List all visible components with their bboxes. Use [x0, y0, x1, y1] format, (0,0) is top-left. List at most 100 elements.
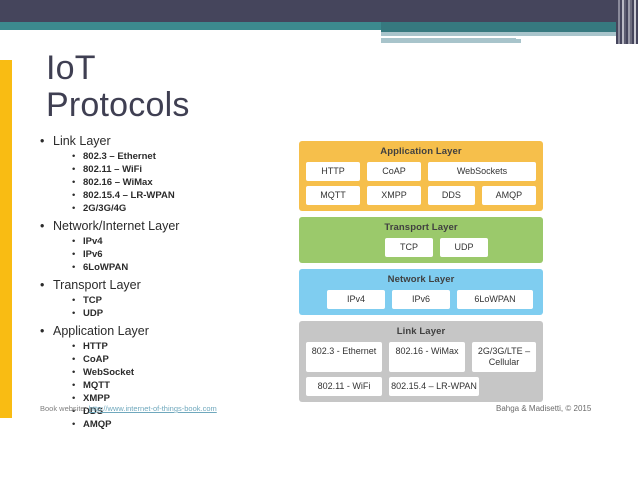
protocol-chip[interactable]: UDP [440, 238, 488, 257]
row-spacer [306, 238, 378, 257]
header-edge-stripe [630, 0, 632, 44]
bullet-glyph-icon: • [72, 295, 76, 306]
outline-item: •AMQP [40, 418, 290, 431]
outline-item-label: WebSocket [83, 367, 135, 378]
outline-item-label: HTTP [83, 341, 108, 352]
row-spacer [486, 377, 536, 396]
footer-copyright: Bahga & Madisetti, © 2015 [496, 404, 592, 413]
protocol-chip[interactable]: AMQP [481, 186, 536, 205]
bullet-glyph-icon: • [40, 134, 45, 148]
protocol-chip[interactable]: WebSockets [428, 162, 536, 181]
outline-item: • TCP [40, 294, 290, 307]
outline-item: •HTTP [40, 340, 290, 353]
outline-item-label: 802.15.4 – LR-WPAN [83, 190, 175, 201]
bullet-glyph-icon: • [72, 406, 76, 417]
outline-item-label: 802.16 – WiMax [83, 177, 153, 188]
outline-item-label: 6LoWPAN [83, 262, 129, 273]
outline-item-label: DDS [83, 406, 104, 417]
protocol-chip[interactable]: 802.15.4 – LR-WPAN [389, 377, 479, 396]
protocol-chip[interactable]: MQTT [306, 186, 360, 205]
outline-item-label: 802.11 – WiFi [83, 164, 143, 175]
header-teal-band [0, 22, 638, 30]
outline-item: • MQTT [40, 379, 290, 392]
stack-layer-title: Application Layer [380, 146, 462, 157]
bullet-glyph-icon: • [40, 278, 45, 292]
header-light-band-2 [381, 38, 521, 43]
protocol-chip[interactable]: IPv6 [392, 290, 450, 309]
outline-item: •802.11 – WiFi [40, 163, 290, 176]
outline-item: • XMPP [40, 392, 290, 405]
bullet-glyph-icon: • [72, 354, 76, 365]
bullet-glyph-icon: • [72, 151, 76, 162]
bullet-glyph-icon: • [72, 190, 76, 201]
outline-group-label: Transport Layer [53, 278, 141, 292]
protocol-chip[interactable]: 802.11 - WiFi [306, 377, 382, 396]
outline-item-label: TCP [83, 295, 102, 306]
page-title-line-2: Protocols [46, 86, 190, 124]
protocol-chip[interactable]: IPv4 [327, 290, 385, 309]
bullet-glyph-icon: • [72, 308, 76, 319]
protocol-chip[interactable]: 802.3 - Ethernet [306, 342, 382, 372]
header-edge-stripe [624, 0, 626, 44]
outline-item: • CoAP [40, 353, 290, 366]
bullet-glyph-icon: • [72, 203, 76, 214]
protocol-chip[interactable]: 2G/3G/LTE – Cellular [472, 342, 536, 372]
bullet-glyph-icon: • [72, 249, 76, 260]
outline-item: • DDS [40, 405, 290, 418]
header-light-band-1 [381, 32, 621, 36]
outline-item-label: CoAP [83, 354, 109, 365]
bullet-glyph-icon: • [72, 393, 76, 404]
outline-item: • 802.16 – WiMax [40, 176, 290, 189]
outline-item: •IPv4 [40, 235, 290, 248]
outline-item-label: IPv6 [83, 249, 103, 260]
outline-item-label: XMPP [83, 393, 110, 404]
page-title-line-1: IoT [46, 49, 96, 87]
protocol-chip[interactable]: DDS [428, 186, 475, 205]
outline-item: • IPv6 [40, 248, 290, 261]
protocol-chip[interactable]: XMPP [367, 186, 421, 205]
outline-item-label: IPv4 [83, 236, 103, 247]
footer-book-website-label: Book website: [40, 404, 89, 413]
left-accent-bar [0, 60, 12, 418]
protocol-chip[interactable]: CoAP [367, 162, 421, 181]
outline-item: • WebSocket [40, 366, 290, 379]
bullet-glyph-icon: • [40, 324, 45, 338]
header-dark-band [0, 0, 638, 22]
bullet-glyph-icon: • [72, 177, 76, 188]
page-title: IoT Protocols [46, 50, 296, 124]
header-edge-stripes [616, 0, 638, 44]
footer-book-website-link[interactable]: http://www.internet-of-things-book.com [88, 404, 217, 413]
outline-group-3: • Application Layer [40, 323, 290, 340]
outline-item-label: 802.3 – Ethernet [83, 151, 156, 162]
outline-item: • 802.3 – Ethernet [40, 150, 290, 163]
bullet-glyph-icon: • [72, 367, 76, 378]
header-teal-accent [381, 22, 638, 32]
outline-group-label: Application Layer [53, 324, 149, 338]
bullet-glyph-icon: • [72, 380, 76, 391]
outline-item: • 2G/3G/4G [40, 202, 290, 215]
header-edge-stripe [628, 0, 630, 44]
outline-item-label: AMQP [83, 419, 112, 430]
header-edge-stripe [636, 0, 638, 44]
header-edge-stripe [620, 0, 622, 44]
protocol-chip[interactable]: HTTP [306, 162, 360, 181]
protocol-chip[interactable]: 6LoWPAN [457, 290, 533, 309]
protocol-outline-list: •Link Layer•802.3 – Ethernet•802.11 – Wi… [40, 130, 290, 431]
header-edge-stripe [626, 0, 628, 44]
outline-item-label: MQTT [83, 380, 110, 391]
stack-layer-row: MQTT XMPP DDS AMQP [306, 186, 536, 205]
protocol-chip[interactable]: TCP [385, 238, 433, 257]
outline-item-label: 2G/3G/4G [83, 203, 127, 214]
header-edge-stripe [632, 0, 634, 44]
stack-layer-title: Network Layer [387, 274, 455, 285]
outline-group-2: • Transport Layer [40, 277, 290, 294]
stack-layer-row: IPv4 IPv6 6LoWPAN [306, 290, 536, 309]
outline-item: • 802.15.4 – LR-WPAN [40, 189, 290, 202]
protocol-chip[interactable]: 802.16 - WiMax [389, 342, 465, 372]
